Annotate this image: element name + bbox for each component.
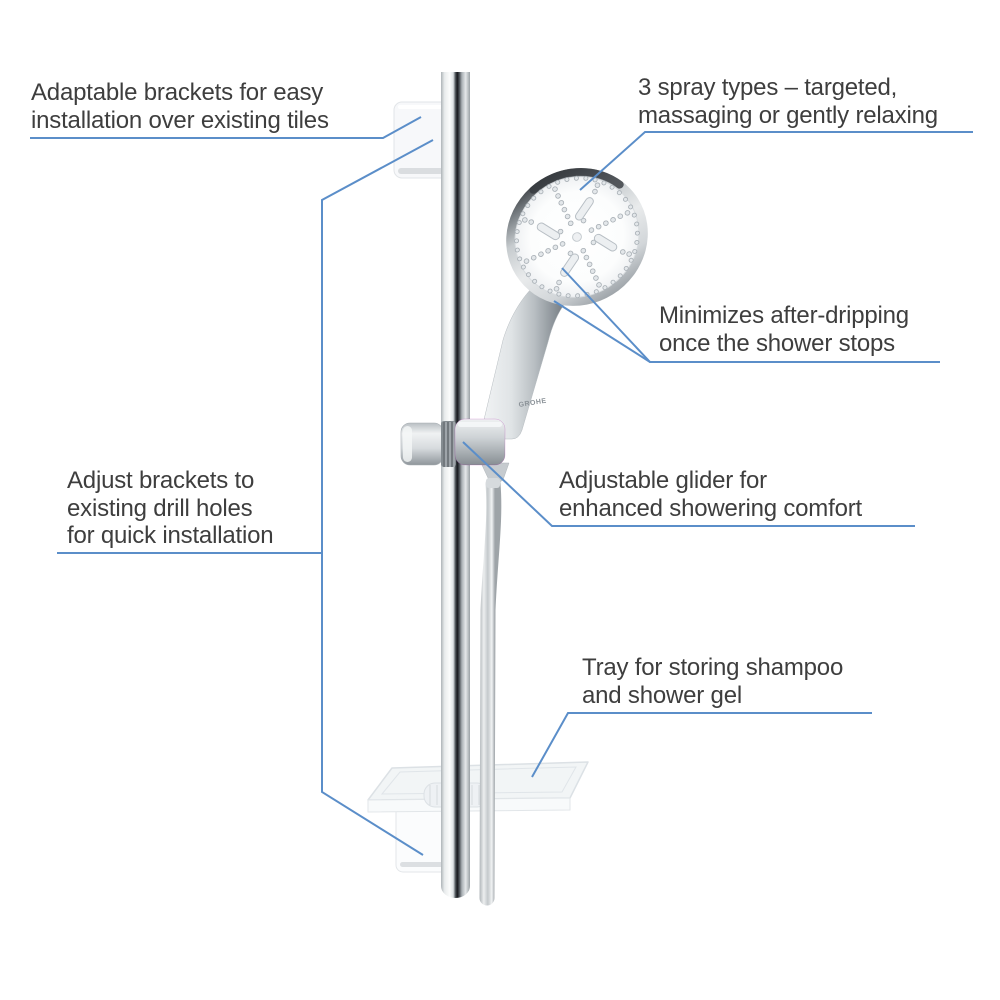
callout-adaptable-brackets: Adaptable brackets for easy installation… — [31, 79, 329, 134]
callout-text-line: Adjustable glider for — [559, 467, 767, 494]
callout-line-spray-types — [579, 131, 973, 191]
top-wall-bracket — [393, 101, 453, 179]
shower-hose — [479, 476, 502, 906]
callout-adjust-brackets: Adjust brackets to existing drill holes … — [67, 467, 274, 550]
callout-text-line: Adjust brackets to — [67, 467, 255, 494]
storage-tray — [367, 761, 589, 813]
callout-text-line: for quick installation — [67, 522, 274, 549]
callout-line-adjustable-glider — [462, 441, 915, 527]
callout-text-line: Adaptable brackets for easy — [31, 79, 324, 106]
callout-line-adaptable-brackets — [30, 116, 422, 139]
callout-line-after-dripping-2 — [553, 300, 651, 363]
callout-text-line: once the shower stops — [659, 329, 895, 357]
callout-text-line: massaging or gently relaxing — [638, 101, 938, 129]
shower-head — [506, 168, 648, 306]
glider-holder — [454, 418, 506, 466]
spray-nozzles — [514, 175, 640, 299]
callout-storage-tray: Tray for storing shampoo and shower gel — [582, 654, 843, 709]
callout-spray-types: 3 spray types – targeted, massaging or g… — [638, 74, 938, 129]
callout-text-line: Tray for storing shampoo — [582, 654, 844, 681]
callout-text-line: enhanced showering comfort — [559, 494, 862, 522]
callout-text-line: existing drill holes — [67, 494, 253, 522]
callout-line-storage-tray — [531, 712, 872, 778]
callout-line-brackets-rail — [321, 139, 434, 856]
callout-text-line: Minimizes after-dripping — [659, 302, 909, 329]
callout-text-line: 3 spray types – targeted, — [638, 74, 898, 101]
callout-text-line: installation over existing tiles — [31, 106, 329, 134]
callout-after-dripping: Minimizes after-dripping once the shower… — [659, 302, 909, 357]
callout-lines — [30, 116, 973, 856]
callout-text-line: and shower gel — [582, 681, 742, 709]
callout-adjustable-glider: Adjustable glider for enhanced showering… — [559, 467, 862, 522]
grohe-logo: GROHE — [518, 398, 547, 409]
shower-rail — [441, 72, 470, 898]
glider — [400, 418, 506, 467]
